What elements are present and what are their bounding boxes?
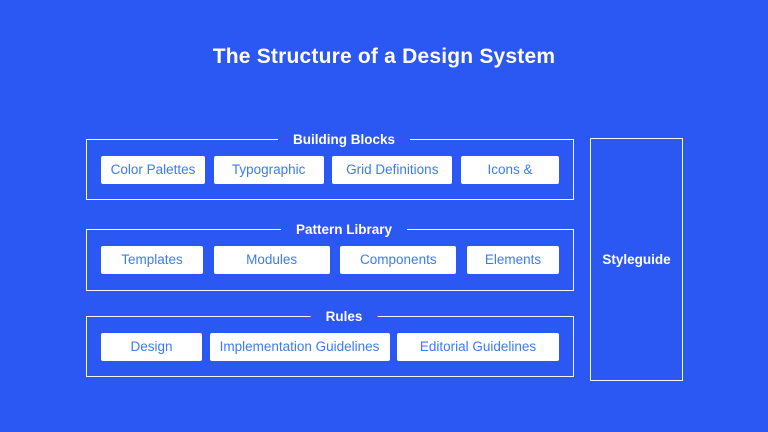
section-building-blocks-label: Building Blocks [277,131,411,148]
page-title: The Structure of a Design System [212,45,556,68]
item-templates: Templates [101,246,203,274]
styleguide-label: Styleguide [602,252,671,267]
item-design: Design [101,332,202,361]
item-components: Components [340,246,457,274]
item-elements: Elements [466,246,559,274]
item-color-palettes: Color Palettes [101,155,205,184]
styleguide-box: Styleguide [590,138,683,381]
section-rules-label: Rules [310,308,378,325]
pattern-library-row: Templates Modules Components Elements [87,230,573,290]
section-pattern-library: Pattern Library Templates Modules Compon… [86,221,574,291]
section-pattern-library-label: Pattern Library [280,221,408,238]
item-modules: Modules [213,246,330,274]
item-typographic: Typographic [213,155,324,184]
item-grid-definitions: Grid Definitions [332,155,453,184]
item-implementation-guidelines: Implementation Guidelines [209,332,390,361]
item-icons: Icons & [460,155,559,184]
item-editorial-guidelines: Editorial Guidelines [397,332,559,361]
building-blocks-row: Color Palettes Typographic Grid Definiti… [87,140,573,199]
section-rules: Rules Design Implementation Guidelines E… [86,308,574,377]
section-building-blocks: Building Blocks Color Palettes Typograph… [86,131,574,200]
rules-row: Design Implementation Guidelines Editori… [87,317,573,376]
